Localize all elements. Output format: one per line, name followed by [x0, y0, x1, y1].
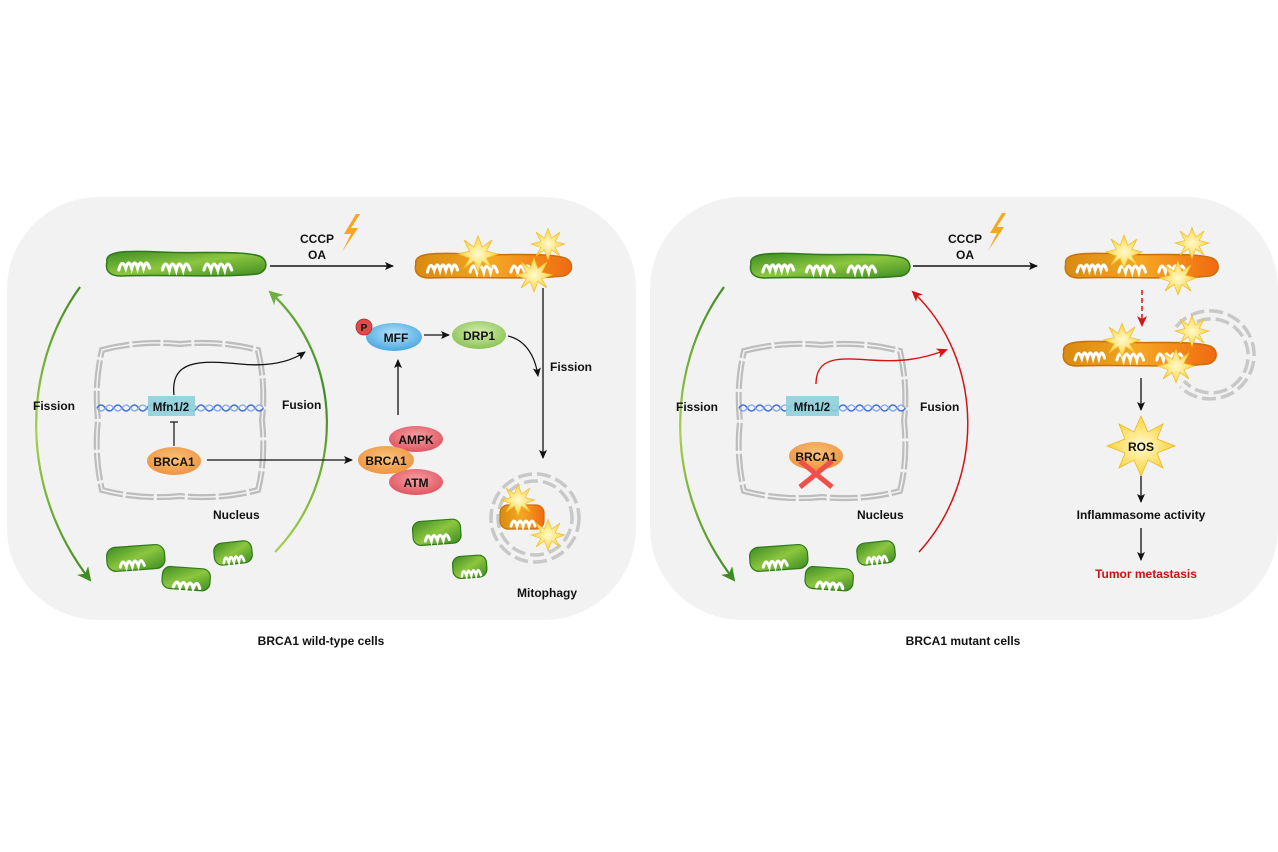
brca1-complex-node	[358, 446, 414, 474]
gene-highlight	[148, 396, 195, 416]
tumor-metastasis-label: Tumor metastasis	[1095, 567, 1197, 581]
brca1-nuclear-label: BRCA1	[153, 455, 195, 469]
fusion-arrow-impaired	[911, 290, 969, 553]
caption-mutant: BRCA1 mutant cells	[905, 634, 1021, 648]
fusion-label: Fusion	[920, 400, 959, 414]
treatment-cccp: CCCP	[948, 232, 982, 246]
damage-burst-icon	[1105, 234, 1143, 270]
gene-mfn12: Mfn1/2	[794, 402, 830, 414]
damage-burst-icon	[1174, 227, 1210, 259]
treatment-oa: OA	[956, 248, 974, 262]
fission-label: Fission	[33, 399, 75, 413]
damage-burst-icon	[500, 484, 536, 516]
damaged-mitochondrion	[1064, 252, 1219, 279]
damage-burst-icon	[1103, 322, 1141, 358]
brca1-complex-label: BRCA1	[365, 454, 407, 468]
enhanced-expression-arrow	[815, 348, 948, 385]
fragmented-mitochondria	[106, 540, 253, 592]
brca1-nuclear	[147, 447, 201, 475]
drp1-label: DRP1	[463, 329, 495, 343]
mff-label: MFF	[384, 331, 409, 345]
atm-label: ATM	[403, 476, 428, 490]
drp1-fission-arrow	[507, 335, 541, 377]
fusion-arrow	[268, 290, 328, 553]
surviving-mitochondria	[411, 518, 488, 580]
ros-label: ROS	[1128, 440, 1154, 454]
damaged-mitochondrion-retained	[1062, 340, 1217, 367]
damage-burst-icon	[515, 257, 553, 293]
inflammasome-label: Inflammasome activity	[1077, 508, 1206, 522]
nucleus-label: Nucleus	[857, 508, 904, 522]
damage-burst-icon	[1159, 260, 1197, 296]
ampk-node	[389, 426, 443, 452]
ampk-label: AMPK	[398, 433, 434, 447]
damage-burst-icon	[530, 519, 566, 551]
treatment-cccp: CCCP	[300, 232, 334, 246]
fission-label: Fission	[676, 400, 718, 414]
phosphate-node	[355, 318, 373, 336]
gene-mfn12: Mfn1/2	[153, 402, 189, 414]
damage-burst-icon	[457, 235, 499, 273]
caption-wild-type: BRCA1 wild-type cells	[257, 634, 385, 648]
fission-arrow	[679, 286, 736, 582]
panel-mutant: CCCP OA ROS Inflammasome activity	[650, 197, 1278, 620]
damage-burst-icon	[530, 228, 566, 260]
panel-background	[650, 197, 1278, 620]
healthy-mitochondrion-elongated	[105, 250, 267, 277]
panel-background	[7, 197, 636, 620]
drp1-node	[452, 321, 506, 349]
nucleus-label: Nucleus	[213, 508, 260, 522]
panel-wild-type: CCCP OA Fission Fusion	[7, 197, 636, 620]
treatment-oa: OA	[308, 248, 326, 262]
fission-pathway-label: Fission	[550, 360, 592, 374]
incomplete-autophagosome	[1174, 309, 1256, 401]
fragmented-mitochondria	[749, 540, 896, 592]
mitophagy-label: Mitophagy	[517, 586, 577, 600]
damage-burst-icon	[1157, 348, 1195, 384]
fission-arrow	[35, 286, 92, 582]
damage-burst-icon	[1174, 315, 1210, 347]
brca1-nuclear-label: BRCA1	[795, 450, 837, 464]
expression-arrow	[173, 351, 306, 396]
gene-highlight	[786, 396, 839, 416]
knockout-x-icon	[798, 459, 834, 489]
phosphate-label: P	[361, 323, 368, 334]
fusion-label: Fusion	[282, 398, 321, 412]
mff-node	[366, 323, 422, 351]
atm-node	[389, 469, 443, 495]
healthy-mitochondrion-elongated	[749, 252, 911, 279]
